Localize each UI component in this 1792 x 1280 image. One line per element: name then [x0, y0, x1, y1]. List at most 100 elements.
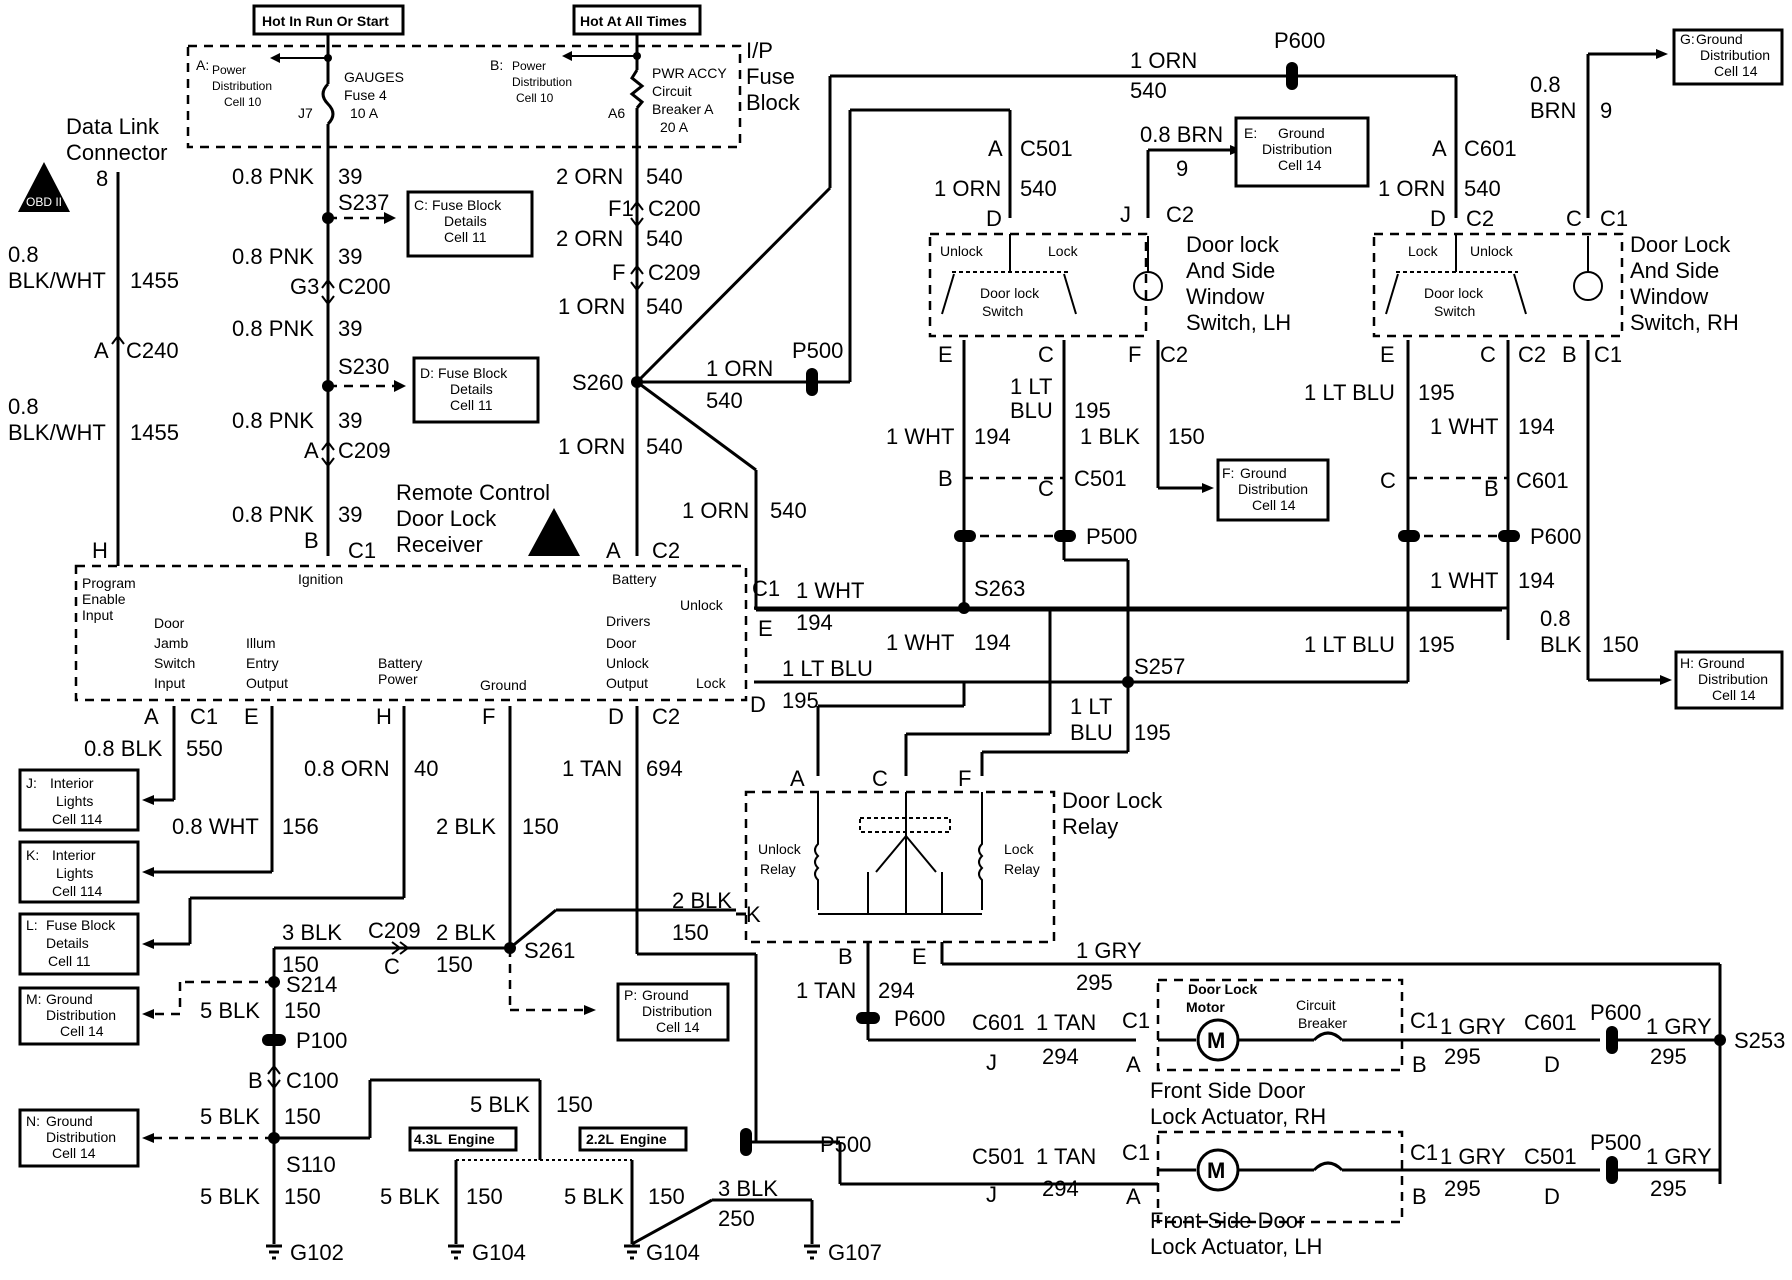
ref-f-line2: Distribution	[1238, 481, 1308, 497]
rh-blk-circuit: 150	[1602, 632, 1639, 657]
lh-c501-id: C501	[1020, 136, 1073, 161]
lh-pin-b: B	[938, 466, 953, 491]
ref-f-line3: Cell 14	[1252, 497, 1296, 513]
ref-k-letter: K:	[26, 847, 39, 863]
pnk-wire-1: 0.8 PNK	[232, 164, 314, 189]
obd-ii-icon	[18, 162, 70, 212]
receiver-outputs: 0.8 BLK 550 J: Interior Lights Cell 114 …	[18, 706, 840, 1144]
ref-j-box	[18, 768, 140, 832]
ref-g-box	[1672, 28, 1784, 86]
s261-blk-circuit: 150	[436, 952, 473, 977]
rh-inner-1: Door lock	[1424, 285, 1484, 301]
c209-blk-wire: 3 BLK	[282, 920, 342, 945]
dlc-wire2-circuit: 1455	[130, 420, 179, 445]
ground-g104b-icon	[624, 1244, 640, 1260]
rh-switch-outline	[1372, 232, 1624, 338]
receiver-ground: Ground	[480, 677, 527, 693]
splice-s261: S261	[524, 938, 575, 963]
rh-c601-lower: C601	[1516, 468, 1569, 493]
drivers-1: Drivers	[606, 613, 650, 629]
ref-d-letter: D:	[420, 365, 434, 381]
pnk-wire-3: 0.8 PNK	[232, 316, 314, 341]
pnk-wire-2: 0.8 PNK	[232, 244, 314, 269]
ref-g-line3: Cell 14	[1714, 63, 1758, 79]
ref-l-box	[18, 912, 140, 976]
rh-pin-b-lower: B	[1484, 476, 1499, 501]
orn-circuit-1: 540	[646, 164, 683, 189]
ref-f-box	[1216, 458, 1330, 522]
rh-pin-c-lower: C	[1380, 468, 1396, 493]
ref-b-line1: Power	[512, 59, 546, 73]
conn-b-c1: B	[304, 528, 319, 553]
lh-pin-c2: C2	[1166, 202, 1194, 227]
rh-wht-circuit: 194	[1518, 414, 1555, 439]
relay-tan-wire: 1 TAN	[796, 978, 856, 1003]
c209-lower: C209	[368, 918, 421, 943]
ref-a-line2: Distribution	[212, 79, 272, 93]
orn-circuit-3: 540	[646, 294, 683, 319]
g102-wire: 5 BLK	[200, 1184, 260, 1209]
ref-n-line2: Distribution	[46, 1129, 116, 1145]
rh-title-3: Window	[1630, 284, 1708, 309]
bus-wht-wire-3: 1 WHT	[1430, 568, 1498, 593]
lh-gry-circuit-2: 295	[1650, 1176, 1687, 1201]
front-door-actuator-lh: P500 M Front Side Door Lock Actuator, LH…	[740, 1128, 1720, 1259]
actuator-rh-motor-2: Motor	[1186, 999, 1225, 1015]
lh-title-1: Door lock	[1186, 232, 1280, 257]
blk550-wire: 0.8 BLK	[84, 736, 163, 761]
blk150-wire: 2 BLK	[436, 814, 496, 839]
bus-pin-c1: C1	[752, 576, 780, 601]
ref-n-line3: Cell 14	[52, 1145, 96, 1161]
ref-p-box	[616, 982, 730, 1042]
relay-outline	[744, 790, 1056, 944]
tan694-circuit: 694	[646, 756, 683, 781]
p500-lower	[740, 1128, 752, 1156]
rh-pin-d: D	[1430, 206, 1446, 231]
relay-unlock-1: Unlock	[758, 841, 802, 857]
engine-43-size: 4.3L	[414, 1131, 442, 1147]
lh-pin-c1-right: C1	[1410, 1140, 1438, 1165]
lh-pin-c: C	[1038, 342, 1054, 367]
hot-all-times-label: Hot At All Times	[580, 13, 687, 29]
pnk-circuit-3: 39	[338, 316, 362, 341]
rh-pin-c1-right: C1	[1410, 1008, 1438, 1033]
relay-pin-k: K	[746, 902, 761, 927]
ref-j-line2: Lights	[56, 793, 93, 809]
lh-title-3: Window	[1186, 284, 1264, 309]
illum-2: Entry	[246, 655, 279, 671]
relay-gry-wire: 1 GRY	[1076, 938, 1142, 963]
bus-ltblu-wire-3a: 1 LT	[1070, 694, 1112, 719]
engine-22-label: Engine	[620, 1131, 667, 1147]
lh-pin-c1-left: C1	[1122, 1140, 1150, 1165]
p100-label: P100	[296, 1028, 347, 1053]
lock-coil-icon	[978, 792, 984, 910]
ref-m-line2: Distribution	[46, 1007, 116, 1023]
cb-line3: Breaker A	[652, 101, 714, 117]
engine-22-size: 2.2L	[586, 1131, 614, 1147]
bus-wht-circuit-1: 194	[796, 610, 833, 635]
ref-c-box	[406, 190, 534, 258]
bus-pin-d: D	[750, 692, 766, 717]
ip-label-2: Fuse	[746, 64, 795, 89]
rh-orn-wire: 1 ORN	[1378, 176, 1445, 201]
lh-orn-wire: 1 ORN	[934, 176, 1001, 201]
dlc-wire2-size: 0.8	[8, 394, 39, 419]
engine-43-label: Engine	[448, 1131, 495, 1147]
actuator-rh-outline	[1156, 978, 1404, 1072]
ref-d-line1: Fuse Block	[438, 365, 508, 381]
dlc-wire1-circuit: 1455	[130, 268, 179, 293]
ip-label-3: Block	[746, 90, 801, 115]
conn-c209-left: C209	[338, 438, 391, 463]
ignition-feed: 0.8 PNK 39 S237 C: Fuse Block Details Ce…	[232, 164, 540, 563]
pin-d-bottom: D	[608, 704, 624, 729]
ref-n-line1: Ground	[46, 1113, 93, 1129]
ref-g-letter: G:	[1680, 31, 1695, 47]
receiver-title-1: Remote Control	[396, 480, 550, 505]
rh-pin-e: E	[1380, 342, 1395, 367]
dlc-wire1-size: 0.8	[8, 242, 39, 267]
fuse-id: Fuse 4	[344, 87, 387, 103]
ref-d-line2: Details	[450, 381, 493, 397]
dlc-conn-id: C240	[126, 338, 179, 363]
conn-c1-top: C1	[348, 538, 376, 563]
unlock-coil-icon	[814, 792, 820, 910]
